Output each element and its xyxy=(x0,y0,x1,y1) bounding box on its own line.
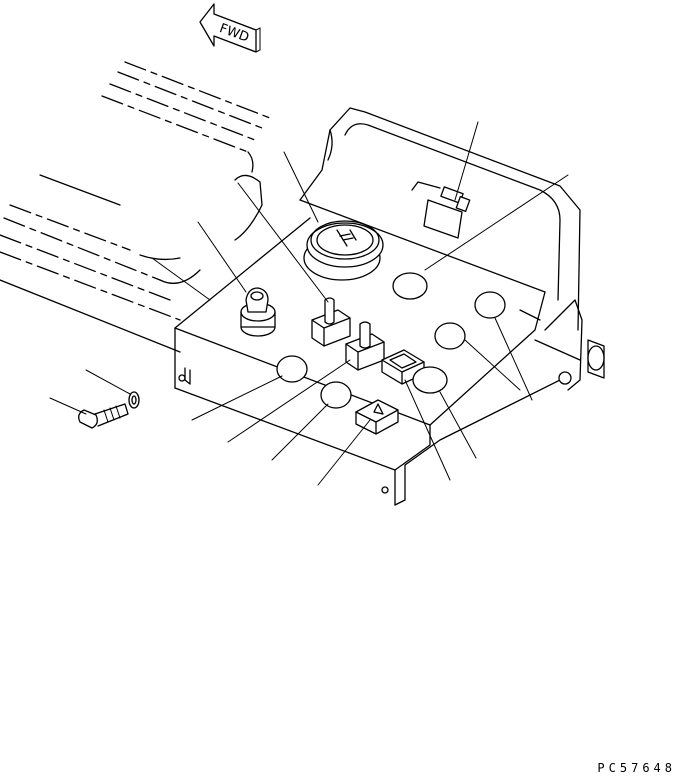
toggle-switch-2 xyxy=(345,321,385,371)
fwd-arrow: FWD xyxy=(199,3,261,53)
sensor-connector xyxy=(411,181,471,239)
blank-cap-4 xyxy=(412,366,448,394)
hazard-switch xyxy=(355,399,399,435)
toggle-switch-1 xyxy=(311,297,351,347)
blank-cap-1 xyxy=(392,272,428,300)
blank-cap-3 xyxy=(434,322,466,350)
leader-lines xyxy=(49,121,569,486)
blank-cap-6 xyxy=(320,381,352,409)
blank-cap-2 xyxy=(474,291,506,319)
bolt-and-washer xyxy=(78,391,140,429)
round-gauge xyxy=(303,220,384,281)
hazard-triangle-icon xyxy=(373,403,384,415)
frame-lines xyxy=(0,61,271,353)
key-switch xyxy=(240,287,276,337)
blank-cap-5 xyxy=(276,355,308,383)
control-panel xyxy=(174,107,605,506)
blank-caps xyxy=(276,272,506,409)
drawing-code: PC57648 xyxy=(597,761,676,775)
